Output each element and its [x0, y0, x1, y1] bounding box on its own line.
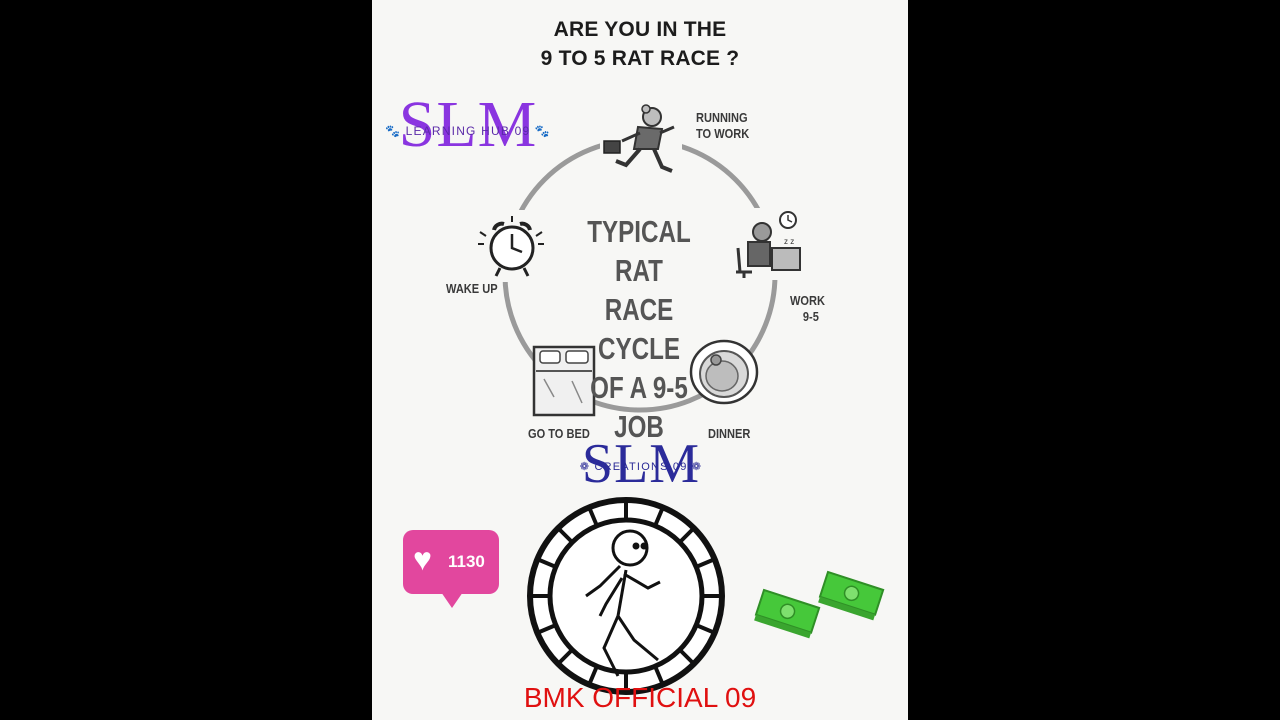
label-line: GO TO BED: [528, 426, 590, 441]
hamster-wheel-icon: [527, 497, 725, 695]
label-line: RUNNING: [696, 110, 748, 125]
like-badge: ♥ 1130: [403, 530, 499, 608]
cycle-center-text: TYPICAL RAT RACE CYCLE OF A 9-5 JOB: [573, 212, 706, 446]
center-line-1: TYPICAL RAT: [587, 214, 691, 288]
watermark-small-text: ❁ CREATIONS 09 ❁: [579, 461, 703, 473]
watermark-big-text: SLM: [581, 433, 701, 495]
label-line: TO WORK: [696, 126, 750, 141]
footer-credit: BMK OFFICIAL 09: [523, 682, 757, 713]
label-go-to-bed: GO TO BED: [528, 426, 590, 442]
center-line-2: RACE CYCLE: [598, 292, 680, 366]
svg-text:z z: z z: [784, 237, 794, 246]
label-line: WORK: [790, 293, 825, 308]
running-rat-icon: [600, 104, 682, 180]
stick-figure-runner-icon: [585, 529, 661, 677]
alarm-clock-icon: [470, 210, 552, 282]
watermark-big-text: SLM: [398, 88, 538, 161]
dinner-plate-icon: [689, 339, 759, 405]
watermark-slm-creations: SLM ❁ CREATIONS 09 ❁: [568, 436, 714, 492]
watermark-small-text: 🐾 LEARNING HUB 09 🐾: [384, 124, 552, 138]
label-line: WAKE UP: [446, 281, 498, 296]
label-line: 9-5: [802, 309, 819, 324]
headline-line-2: 9 TO 5 RAT RACE ?: [540, 47, 740, 70]
label-work-9-5: WORK 9-5: [790, 293, 825, 325]
content-panel: ARE YOU IN THE 9 TO 5 RAT RACE ? z z: [372, 0, 908, 720]
cycle-illustration: z z: [470, 104, 885, 695]
center-line-3: OF A 9-5 JOB: [590, 370, 688, 444]
cash-bills-icon: [754, 570, 885, 639]
label-wake-up: WAKE UP: [446, 281, 498, 297]
label-line: DINNER: [708, 426, 751, 441]
label-running-to-work: RUNNING TO WORK: [696, 110, 749, 142]
heart-icon: ♥: [413, 541, 432, 577]
headline-line-1: ARE YOU IN THE: [553, 18, 727, 41]
watermark-slm-learning-hub: SLM 🐾 LEARNING HUB 09 🐾: [380, 92, 556, 158]
label-dinner: DINNER: [708, 426, 750, 442]
bed-icon: [532, 345, 596, 417]
like-count: 1130: [448, 552, 485, 571]
rat-at-desk-icon: z z: [732, 208, 804, 280]
